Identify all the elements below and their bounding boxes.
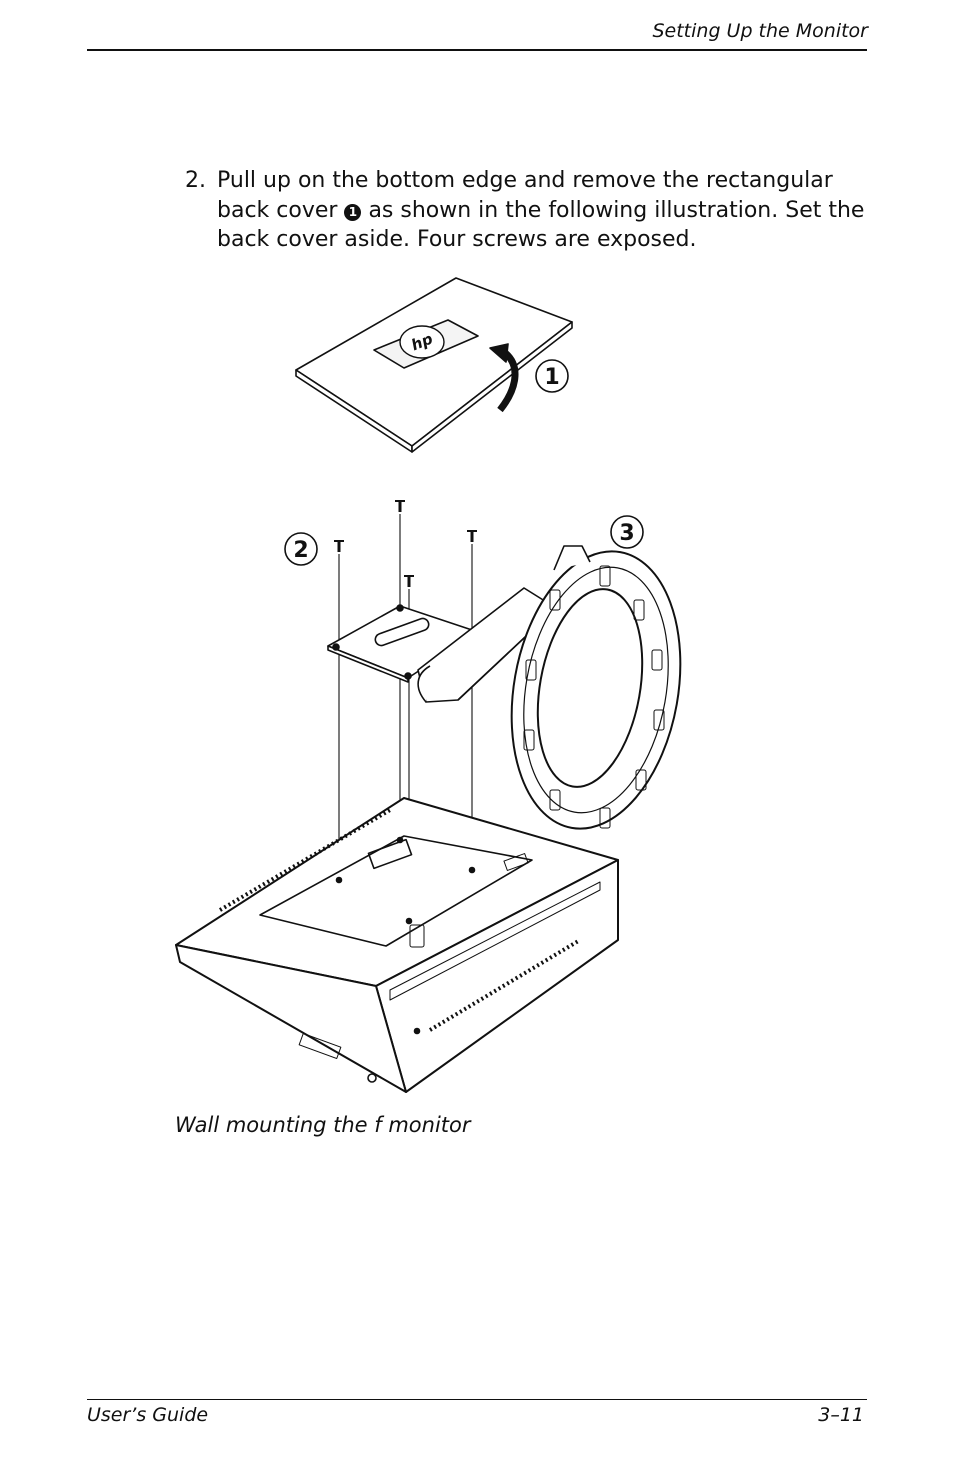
hp-logo-plate: hp	[373, 319, 479, 369]
back-cover: hp	[295, 277, 573, 453]
callout-3: 3	[610, 515, 644, 549]
wall-mount-illustration: hp	[175, 277, 682, 1093]
callout-1: 1	[535, 359, 569, 393]
footer-rule	[87, 1399, 867, 1400]
stand-neck	[417, 587, 557, 703]
step-number: 2.	[185, 168, 206, 193]
callout-1-marker: 1	[344, 203, 362, 221]
screw-icon	[395, 500, 405, 512]
figure-caption: Wall mounting the f monitor	[175, 1113, 471, 1137]
step-text: Pull up on the bottom edge and remove th…	[217, 166, 865, 255]
svg-text:1: 1	[544, 365, 559, 390]
instruction-step: 2. Pull up on the bottom edge and remove…	[185, 166, 865, 255]
footer-guide-title: User’s Guide	[87, 1404, 209, 1426]
page-number: 3–11	[818, 1404, 864, 1426]
lift-arrow-icon	[489, 343, 519, 413]
screw-icon	[467, 530, 477, 542]
running-header: Setting Up the Monitor	[652, 20, 868, 42]
step-text-before: Pull up on the bottom edge and remove th…	[217, 168, 833, 223]
callout-2: 2	[284, 532, 318, 566]
screw-icon	[334, 540, 344, 552]
stand-ring	[510, 545, 682, 830]
svg-text:2: 2	[293, 538, 308, 563]
header-rule	[87, 49, 867, 51]
screws	[334, 500, 477, 587]
screw-icon	[404, 575, 414, 587]
monitor-back	[175, 797, 619, 1093]
step-text-after: as shown in the following illustration. …	[217, 197, 865, 253]
svg-text:3: 3	[619, 521, 634, 546]
